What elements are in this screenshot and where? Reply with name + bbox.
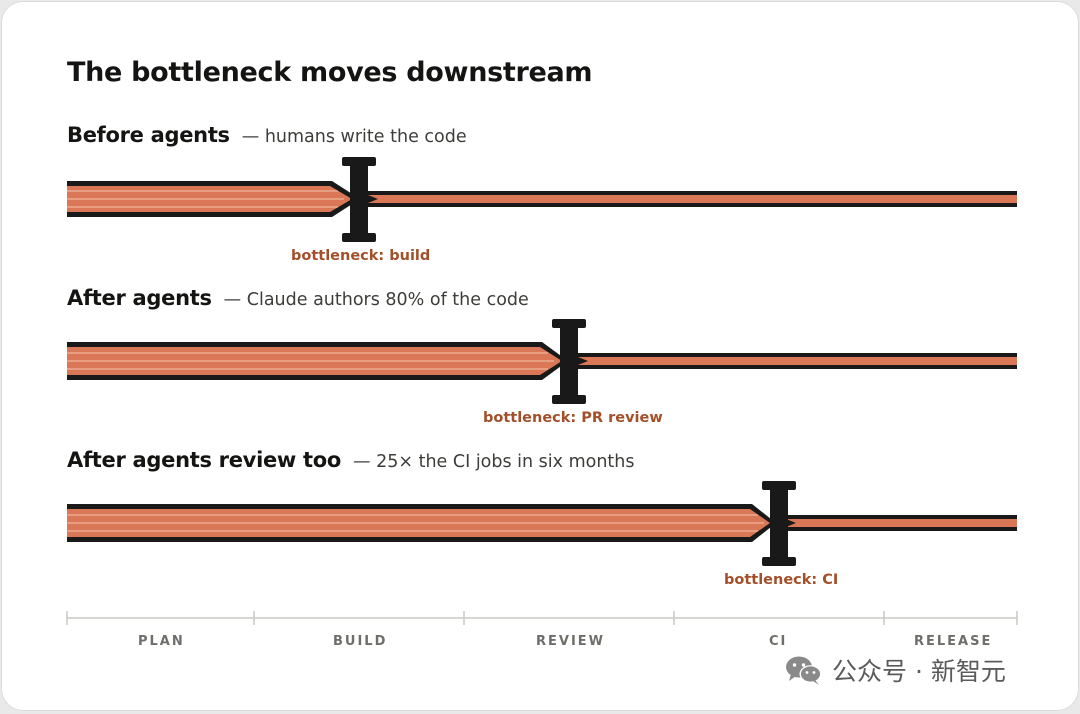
row-title: After agents review too	[67, 448, 342, 472]
stage-label-review: REVIEW	[536, 634, 606, 649]
pipe-after-agents	[67, 319, 1017, 404]
row-header-after-agents-review: After agents review too — 25× the CI jobs…	[67, 448, 635, 472]
row-title: Before agents	[67, 123, 230, 147]
row-header-after-agents: After agents — Claude authors 80% of the …	[67, 286, 529, 310]
row-title: After agents	[67, 286, 212, 310]
page-title: The bottleneck moves downstream	[67, 57, 593, 88]
row-subtitle: — 25× the CI jobs in six months	[353, 452, 635, 472]
stage-label-plan: PLAN	[138, 634, 185, 649]
pipe-before-agents	[67, 157, 1017, 242]
stage-axis	[66, 611, 1018, 625]
watermark: 公众号 · 新智元	[784, 652, 1006, 688]
bottleneck-label-ci: bottleneck: CI	[724, 572, 839, 588]
narrow-pipe-fill	[776, 519, 1017, 527]
pipe-after-agents-review	[67, 481, 1017, 566]
bottleneck-label-build: bottleneck: build	[291, 248, 431, 264]
narrow-pipe-fill	[568, 357, 1017, 365]
narrow-pipe-fill	[358, 195, 1017, 203]
bottleneck-clamp	[342, 157, 376, 242]
watermark-text: 公众号 · 新智元	[832, 657, 1006, 686]
row-header-before-agents: Before agents — humans write the code	[67, 123, 467, 147]
row-subtitle: — Claude authors 80% of the code	[223, 290, 529, 310]
wechat-icon	[786, 656, 822, 685]
stage-label-ci: CI	[769, 634, 788, 649]
bottleneck-label-pr-review: bottleneck: PR review	[483, 410, 663, 426]
stage-label-build: BUILD	[333, 634, 388, 649]
row-subtitle: — humans write the code	[241, 127, 467, 147]
bottleneck-clamp	[552, 319, 586, 404]
bottleneck-clamp	[762, 481, 796, 566]
stage-label-release: RELEASE	[914, 634, 993, 649]
